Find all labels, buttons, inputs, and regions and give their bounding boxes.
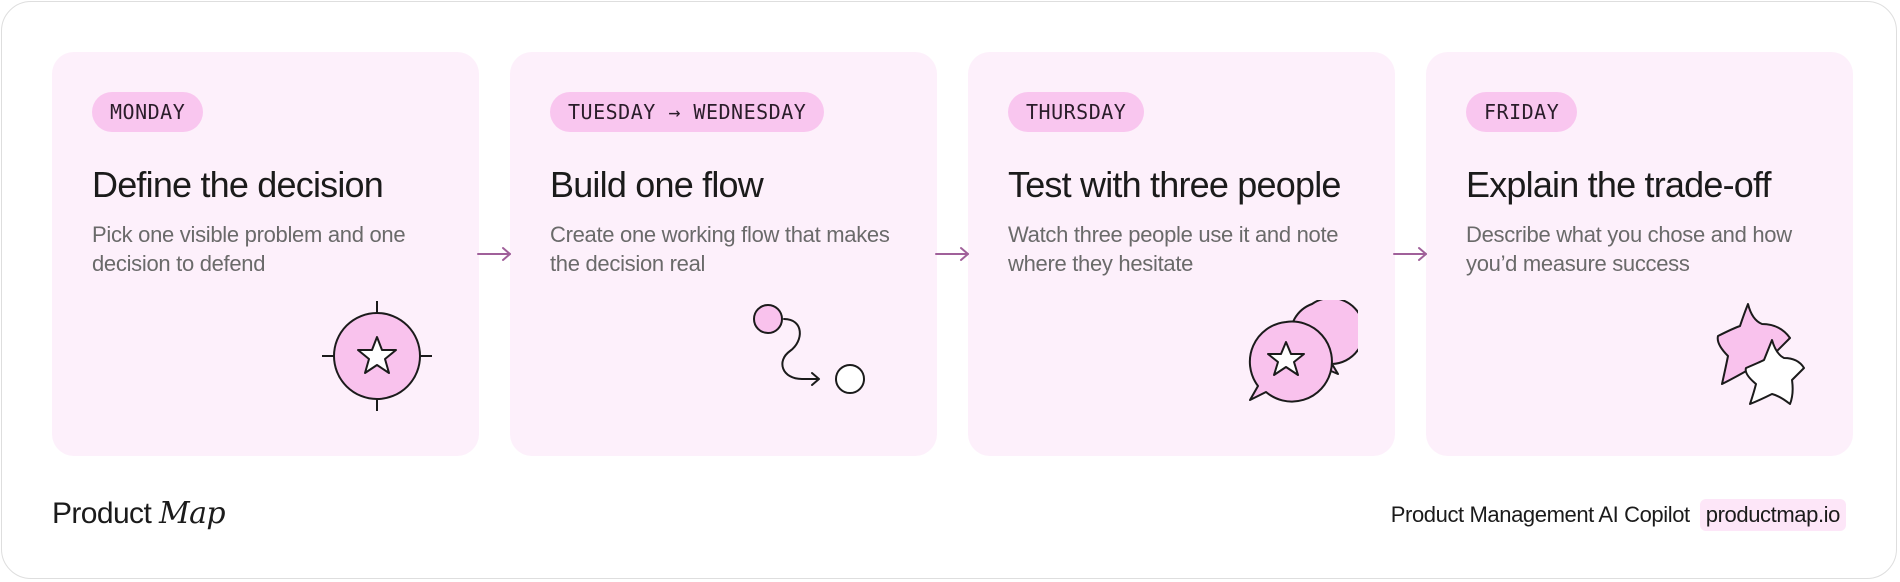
brand-name-italic: Map — [158, 496, 226, 531]
arrow-right-icon — [1392, 242, 1432, 266]
step-title: Explain the trade-off — [1466, 164, 1772, 205]
day-pill: THURSDAY — [1008, 92, 1145, 132]
arrow-right-icon — [476, 242, 516, 266]
brand-name-regular: Product — [52, 497, 152, 530]
two-stars-icon — [1714, 300, 1808, 408]
target-star-icon — [320, 299, 434, 413]
step-card-monday: MONDAY Define the decision Pick one visi… — [52, 52, 479, 456]
step-card-friday: FRIDAY Explain the trade-off Describe wh… — [1426, 52, 1853, 456]
step-description: Pick one visible problem and one decisio… — [92, 222, 406, 276]
step-title: Build one flow — [550, 164, 764, 205]
step-description: Create one working flow that makes the d… — [550, 222, 890, 276]
day-pill: MONDAY — [92, 92, 204, 132]
step-title: Test with three people — [1008, 164, 1341, 205]
step-title: Define the decision — [92, 164, 384, 205]
footer-meta: Product Management AI Copilot productmap… — [1391, 498, 1846, 532]
chat-bubbles-star-icon — [1244, 300, 1358, 408]
website-link[interactable]: productmap.io — [1699, 499, 1846, 531]
day-pill: TUESDAY → WEDNESDAY — [550, 92, 825, 132]
step-description: Describe what you chose and how you’d me… — [1466, 222, 1792, 276]
flow-path-icon — [746, 299, 880, 399]
arrow-right-icon — [934, 242, 974, 266]
day-pill: FRIDAY — [1466, 92, 1578, 132]
tagline: Product Management AI Copilot — [1390, 502, 1690, 527]
brand-logo: Product Map — [52, 496, 226, 531]
weekly-plan: MONDAY Define the decision Pick one visi… — [52, 52, 1853, 456]
step-card-thursday: THURSDAY Test with three people Watch th… — [968, 52, 1395, 456]
step-description: Watch three people use it and note where… — [1008, 222, 1339, 276]
step-card-tuesday-wednesday: TUESDAY → WEDNESDAY Build one flow Creat… — [510, 52, 937, 456]
